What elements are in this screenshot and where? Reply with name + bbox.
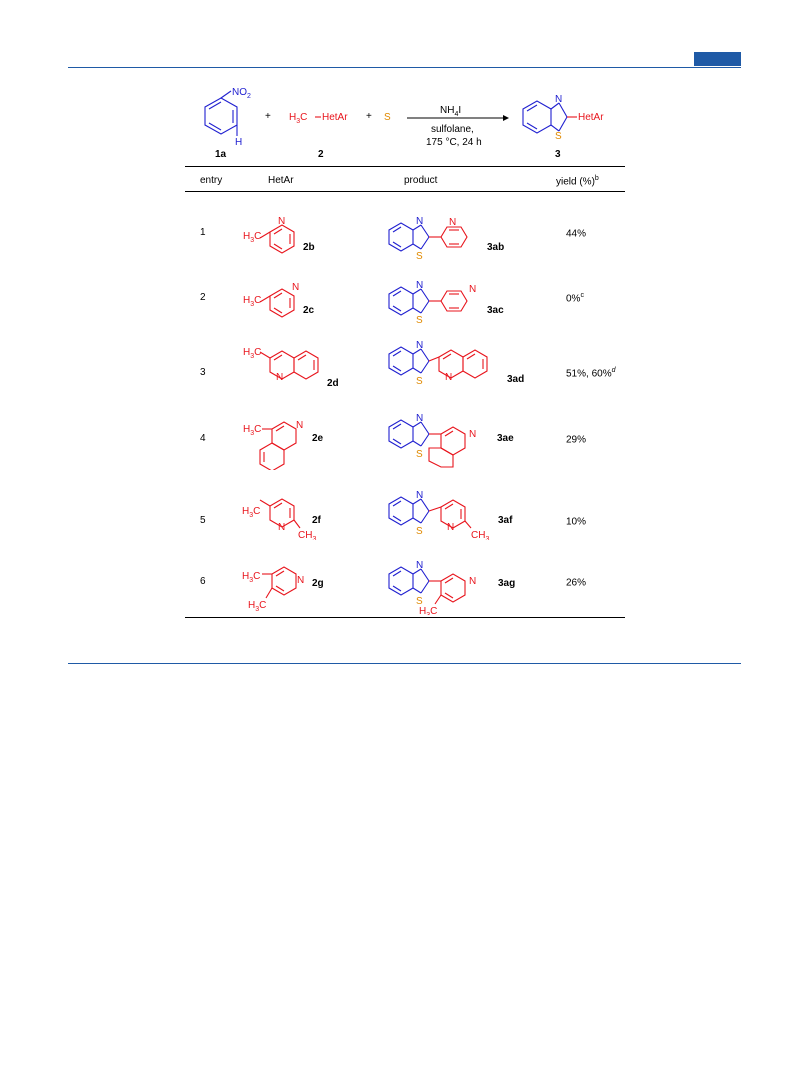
svg-text:N: N xyxy=(469,284,476,295)
table-row-4-entry: 4 xyxy=(200,433,206,444)
product-3ag-structure: N S N H3C xyxy=(388,560,476,615)
svg-text:N: N xyxy=(416,216,423,227)
hetar-2e-structure: H3C N xyxy=(243,420,303,470)
conditions-line-2: 175 °C, 24 h xyxy=(426,137,482,148)
svg-text:S: S xyxy=(416,376,423,387)
svg-text:N: N xyxy=(278,216,285,227)
sulfur-reagent: S xyxy=(384,112,391,123)
svg-text:CH3: CH3 xyxy=(298,530,316,540)
svg-text:N: N xyxy=(292,282,299,293)
svg-text:N: N xyxy=(469,576,476,587)
svg-text:H3C: H3C xyxy=(242,571,260,584)
table-row-5-entry: 5 xyxy=(200,515,206,526)
table-row-3-hetar-label: 2d xyxy=(327,378,339,389)
table-row-2-product-label: 3ac xyxy=(487,305,504,316)
svg-text:S: S xyxy=(416,526,423,537)
bottom-rule xyxy=(68,663,741,664)
svg-text:H3C: H3C xyxy=(243,347,261,360)
svg-text:S: S xyxy=(416,315,423,326)
conditions-line-1: sulfolane, xyxy=(431,124,474,135)
table-row-5-product-label: 3af xyxy=(498,515,513,526)
table-row-2-hetar-label: 2c xyxy=(303,305,315,316)
reaction-scheme: NO2 H 1a + H3C HetAr 2 + S NH4I sulfolan… xyxy=(204,87,604,160)
product-3ad-structure: N S N xyxy=(388,340,488,387)
svg-text:N: N xyxy=(296,420,303,431)
svg-text:S: S xyxy=(416,449,423,460)
nitro-label: NO2 xyxy=(232,87,251,100)
hetar-2f-structure: H3C N CH3 xyxy=(242,498,316,540)
svg-text:H3C: H3C xyxy=(243,424,261,437)
table-row-4-yield: 29% xyxy=(566,434,587,446)
svg-text:N: N xyxy=(297,575,304,586)
header-entry: entry xyxy=(200,175,223,186)
header-product: product xyxy=(404,175,438,186)
table-row-1-yield: 44% xyxy=(566,228,587,240)
svg-text:N: N xyxy=(416,280,423,291)
table-row-1-product-label: 3ab xyxy=(487,242,505,253)
product-3ac-structure: N S N xyxy=(388,280,476,326)
svg-text:H3C: H3C xyxy=(242,506,260,519)
product-3af-structure: N S N CH3 xyxy=(388,490,489,540)
table-row-2-entry: 2 xyxy=(200,292,206,303)
svg-text:H3C: H3C xyxy=(419,606,437,615)
product-3-structure xyxy=(522,100,568,134)
svg-text:N: N xyxy=(278,522,285,533)
header-yield: yield (%)b xyxy=(556,175,599,188)
label-3: 3 xyxy=(555,149,561,160)
table-row-5-yield: 10% xyxy=(566,516,587,528)
table-row-6-hetar-label: 2g xyxy=(312,578,324,589)
hetar-2b-structure: N H3C xyxy=(243,216,295,254)
svg-text:N: N xyxy=(416,413,423,424)
svg-text:N: N xyxy=(276,372,283,383)
reactant-2-hetar: HetAr xyxy=(322,112,348,123)
reagent-label: NH4I xyxy=(440,105,461,118)
reactant-2-formula: H3C xyxy=(289,112,307,125)
svg-text:N: N xyxy=(416,340,423,351)
table-row-3-product-label: 3ad xyxy=(507,374,525,385)
plus-2: + xyxy=(366,111,372,122)
product-hetar: HetAr xyxy=(578,112,604,123)
hetar-2d-structure: H3C N xyxy=(243,347,319,383)
svg-text:H3C: H3C xyxy=(243,295,261,308)
h-label: H xyxy=(235,137,242,148)
product-3ab-structure: N S N xyxy=(388,216,468,262)
table-row-6-entry: 6 xyxy=(200,576,206,587)
table-row-4-hetar-label: 2e xyxy=(312,433,324,444)
svg-text:H3C: H3C xyxy=(248,600,266,613)
svg-text:CH3: CH3 xyxy=(471,530,489,540)
svg-text:N: N xyxy=(449,217,456,228)
product-3ae-structure: N S N xyxy=(388,413,476,468)
svg-text:N: N xyxy=(445,372,452,383)
table-row-4-product-label: 3ae xyxy=(497,433,514,444)
svg-text:N: N xyxy=(416,490,423,501)
table-row-6-product-label: 3ag xyxy=(498,578,516,589)
table-row-1-entry: 1 xyxy=(200,227,206,238)
table-row-3-yield: 51%, 60%d xyxy=(566,367,616,380)
table-bottom-rule xyxy=(185,617,625,618)
svg-text:N: N xyxy=(416,560,423,571)
svg-text:N: N xyxy=(447,522,454,533)
top-rule xyxy=(68,67,741,68)
label-1a: 1a xyxy=(215,149,227,160)
header-hetar: HetAr xyxy=(268,175,294,186)
table-row-6-yield: 26% xyxy=(566,577,587,589)
table-top-rule xyxy=(185,166,625,167)
header-tab xyxy=(694,52,741,66)
svg-text:S: S xyxy=(416,596,423,607)
table-row-1-hetar-label: 2b xyxy=(303,242,315,253)
svg-text:S: S xyxy=(416,251,423,262)
svg-text:H3C: H3C xyxy=(243,231,261,244)
plus-1: + xyxy=(265,111,271,122)
table-row-3-entry: 3 xyxy=(200,367,206,378)
reactant-1a-structure xyxy=(204,90,238,136)
label-2: 2 xyxy=(318,149,324,160)
hetar-2g-structure: H3C H3C N xyxy=(242,566,304,613)
product-n: N xyxy=(555,94,562,105)
table-row-5-hetar-label: 2f xyxy=(312,515,321,526)
table-header-rule xyxy=(185,191,625,192)
svg-text:N: N xyxy=(469,429,476,440)
product-s: S xyxy=(555,131,562,142)
table-row-2-yield: 0%c xyxy=(566,292,584,305)
hetar-2c-structure: N H3C xyxy=(243,282,299,318)
